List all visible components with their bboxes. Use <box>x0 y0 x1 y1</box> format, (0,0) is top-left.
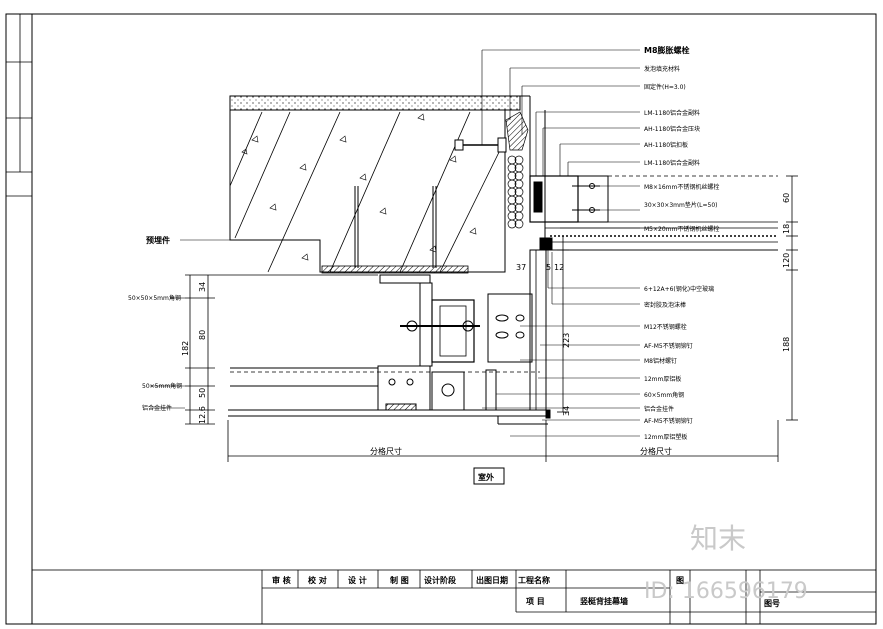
dimension-labels: 34 80 182 50 12.6 60 18 120 188 223 37 5… <box>181 193 791 456</box>
callout-labels-bottom: 6+12A+6(钢化)中空玻璃 密封胶及泡沫棒 M12不锈钢螺栓 AF-M5不锈… <box>644 285 714 441</box>
expansion-bolt <box>454 137 507 153</box>
callout-label: 6+12A+6(钢化)中空玻璃 <box>644 285 714 293</box>
right-dimensions <box>557 175 798 421</box>
outdoor-label: 室外 <box>478 472 494 482</box>
callout-label: 密封胶及泡沫棒 <box>644 301 686 309</box>
aluminium-profile <box>529 175 778 251</box>
dim-12: 12 <box>554 263 564 272</box>
tb-stage: 设计阶段 <box>424 575 456 585</box>
tb-date: 出图日期 <box>476 575 508 585</box>
callout-label: AH-1180铝合金压块 <box>644 125 700 133</box>
title-block <box>31 569 877 625</box>
dim-120: 120 <box>782 253 791 268</box>
dim-50: 50 <box>198 388 207 398</box>
span-dimension <box>227 420 779 462</box>
foam-filler <box>505 111 529 229</box>
callout-label: AF-M5不锈钢铆钉 <box>644 417 693 425</box>
callout-label: 固定件(H=3.0) <box>644 83 686 91</box>
tb-drawing-no: 图号 <box>764 599 780 608</box>
watermark-brand: 知末 <box>690 522 746 555</box>
tb-item-value: 竖梃背挂幕墙 <box>580 596 628 606</box>
tb-review: 审 核 <box>272 575 291 585</box>
dim-5: 5 <box>546 263 551 272</box>
callout-label: M8膨胀螺栓 <box>644 45 690 55</box>
tb-design: 设 计 <box>348 575 367 585</box>
hanger-label: 铝合金挂件 <box>142 404 172 412</box>
dim-188: 188 <box>782 337 791 352</box>
dim-60: 60 <box>782 193 791 203</box>
callout-label: 12mm厚铝塑板 <box>644 433 687 441</box>
concrete-slab <box>229 95 521 273</box>
tb-draw: 制 图 <box>390 575 409 585</box>
embedded-plate <box>321 265 469 274</box>
watermark-id: ID: 166596179 <box>644 579 808 604</box>
angle-top-label: 50×50×5mm角钢 <box>128 294 181 302</box>
tb-check: 校 对 <box>308 575 327 585</box>
angle-mid-label: 50×5mm角钢 <box>142 382 182 390</box>
dim-223: 223 <box>562 333 571 348</box>
dim-12-6: 12.6 <box>198 406 207 424</box>
callout-label: M8×16mm不锈钢机丝螺栓 <box>644 183 719 191</box>
title-block-text: 审 核 校 对 设 计 制 图 设计阶段 出图日期 工程名称 项 目 竖梃背挂幕… <box>272 575 780 608</box>
left-labels: 预埋件 50×50×5mm角钢 50×5mm角钢 铝合金挂件 <box>128 235 182 412</box>
callout-label: 60×5mm角钢 <box>644 391 684 399</box>
callout-label: 铝合金挂件 <box>644 405 674 413</box>
embed-label: 预埋件 <box>146 235 170 245</box>
callout-label: LM-1180铝合金副料 <box>644 109 700 117</box>
steel-bracket-assembly <box>228 274 548 425</box>
callout-label: 12mm厚铝板 <box>644 375 681 383</box>
watermark: 知末 ID: 166596179 <box>644 522 808 604</box>
callout-label: AH-1180铝扣板 <box>644 141 688 149</box>
tb-project-name: 工程名称 <box>518 575 550 585</box>
callout-label: LM-1180铝合金副料 <box>644 159 700 167</box>
callout-label: M12不锈钢螺栓 <box>644 323 687 331</box>
tb-drawing: 图 <box>676 576 684 585</box>
callout-leaders <box>150 49 640 437</box>
callout-label: AF-M5不锈钢铆钉 <box>644 342 693 350</box>
wall-edge <box>520 95 546 240</box>
dim-80: 80 <box>198 330 207 340</box>
tb-item: 项 目 <box>526 597 545 606</box>
callout-label: 30×30×3mm垫片(L=50) <box>644 201 718 209</box>
dim-34b: 34 <box>562 406 571 416</box>
dim-182: 182 <box>181 341 190 356</box>
span-left-label: 分格尺寸 <box>370 446 402 456</box>
callout-labels-top: M8膨胀螺栓 发泡填充材料 固定件(H=3.0) LM-1180铝合金副料 AH… <box>644 45 719 233</box>
span-right-label: 分格尺寸 <box>640 446 672 456</box>
outdoor-label-group: 室外 <box>473 467 505 485</box>
dim-34: 34 <box>198 282 207 292</box>
callout-label: M5×20mm不锈钢机丝螺栓 <box>644 225 719 233</box>
dim-37: 37 <box>516 263 526 272</box>
dim-18: 18 <box>782 224 791 234</box>
left-dimensions <box>185 274 378 425</box>
callout-label: 发泡填充材料 <box>644 65 680 73</box>
callout-label: M8铝材螺钉 <box>644 357 677 365</box>
